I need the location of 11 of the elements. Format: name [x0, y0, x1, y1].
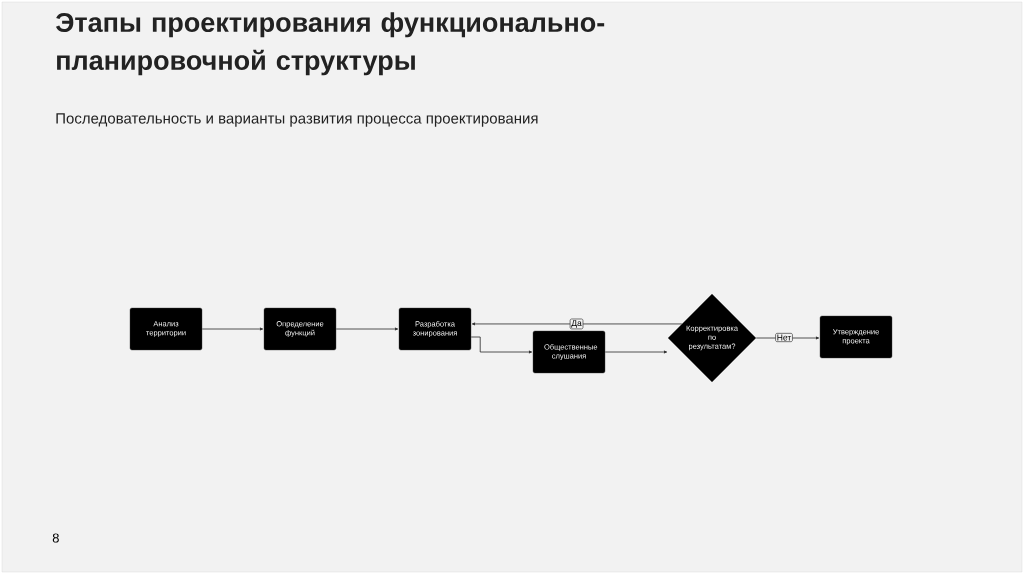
arrow	[604, 350, 668, 354]
edge-label: Нет	[775, 333, 793, 343]
subtitle: Последовательность и варианты развития процесса проектирования	[56, 113, 538, 127]
title: Этапы проектирования функционально-планировочной структуры	[55, 12, 605, 76]
arrow	[755, 336, 820, 340]
page-number: 8	[52, 533, 59, 543]
arrow	[201, 327, 264, 331]
arrow	[471, 322, 683, 326]
arrow	[335, 327, 399, 331]
arrow	[470, 336, 533, 354]
edge-label: Да	[569, 318, 584, 330]
